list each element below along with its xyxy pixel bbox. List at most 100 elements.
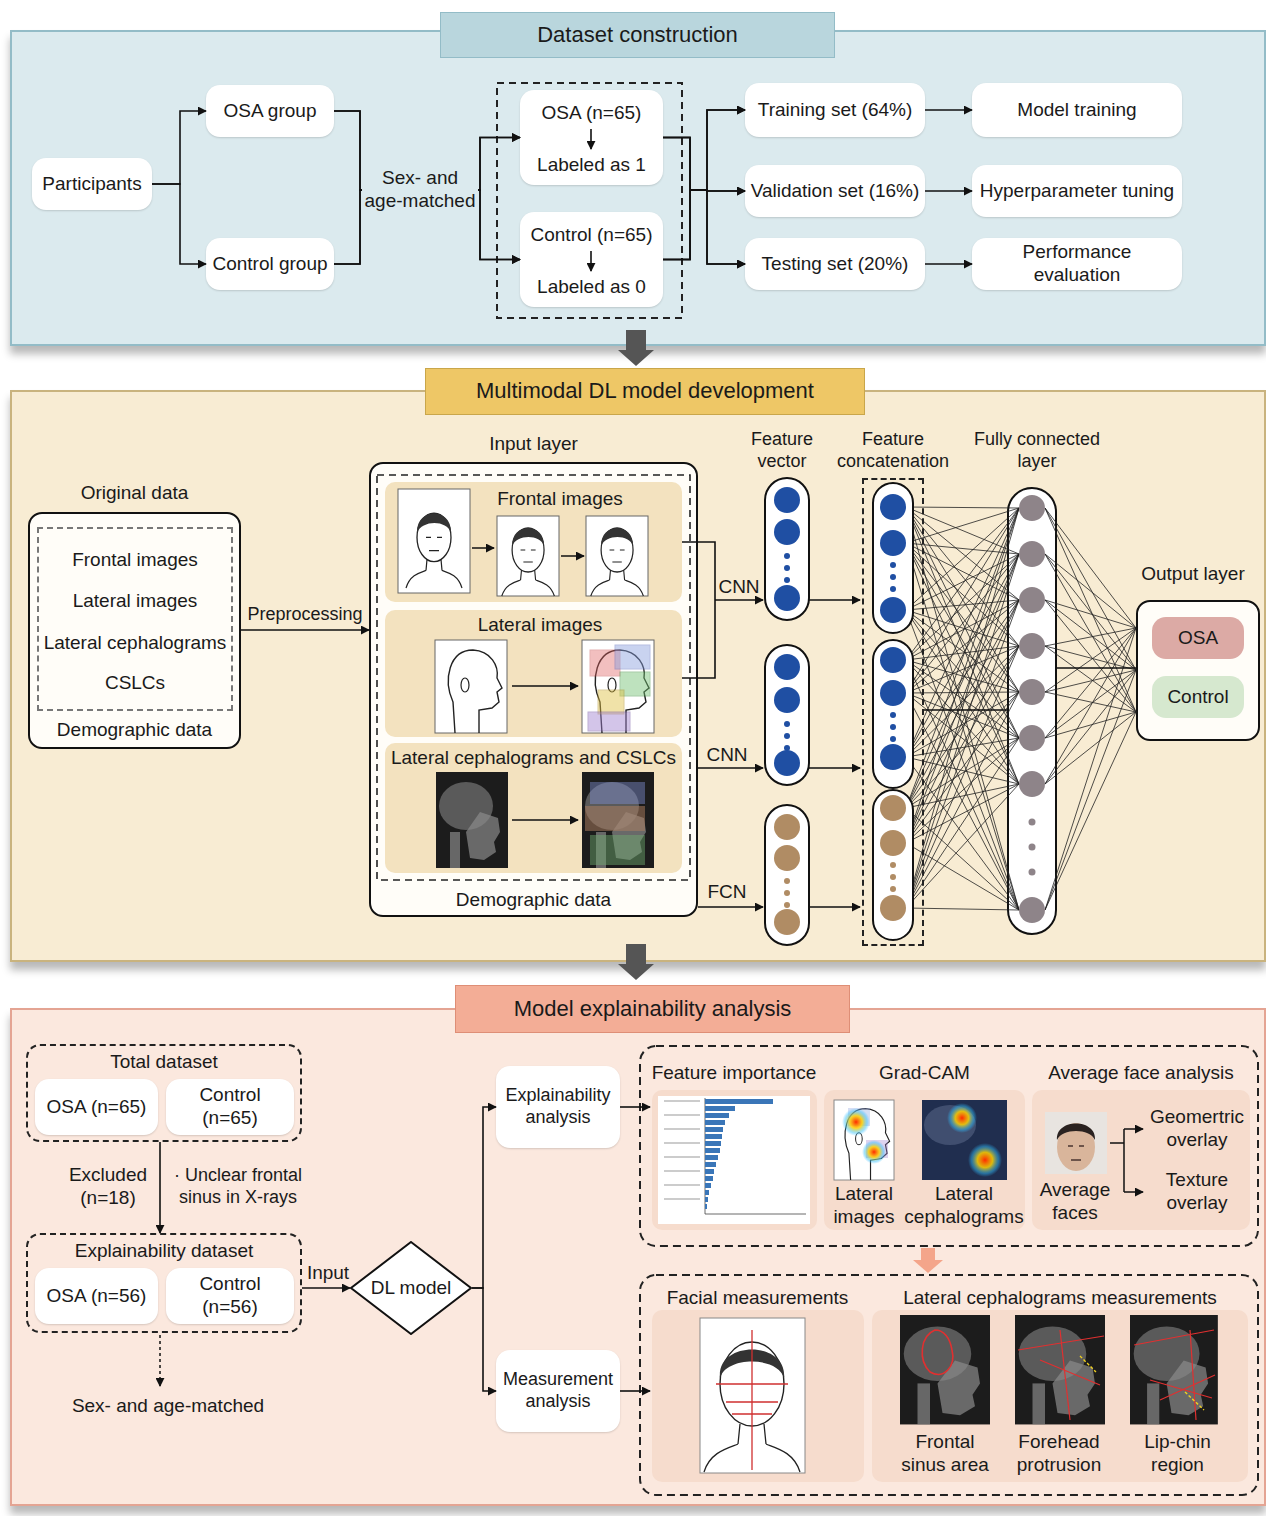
flow-line: [809, 599, 860, 601]
process-box: Validation set (16%): [745, 165, 925, 217]
connector: [925, 190, 972, 192]
result-panel-ground: [652, 1310, 864, 1482]
feature-vector: [774, 845, 800, 871]
process-box: Testing set (20%): [745, 238, 925, 290]
heading-text: Average face analysis: [1030, 1059, 1252, 1087]
concatenated-vector: [873, 790, 913, 940]
caption-text: Demographic data: [28, 716, 241, 744]
process-box: Model training: [972, 83, 1182, 137]
feature-importance-chart: [705, 1197, 708, 1202]
feature-importance-chart: [705, 1148, 720, 1153]
lateral-face-illustration: [598, 690, 624, 714]
cephalogram-illustration: [590, 835, 645, 865]
feature-importance-chart: [705, 1162, 716, 1167]
heading-text: Feature importance: [650, 1059, 818, 1087]
connector: [241, 629, 369, 631]
process-box: OSA (n=56): [35, 1268, 158, 1324]
node-text: Validation set (16%): [751, 180, 920, 203]
neuron: [1019, 495, 1045, 521]
process-box: OSA group: [206, 85, 334, 137]
concatenated-vector: [890, 874, 896, 880]
connector: [620, 1390, 650, 1392]
connector: [925, 109, 972, 111]
network-link: [906, 692, 1019, 908]
cephalogram-illustration: [585, 806, 645, 831]
connector: [472, 1107, 496, 1288]
node-text: Measurement analysis: [501, 1369, 615, 1412]
facial-measurement-illustration: [716, 1330, 788, 1470]
cephalogram-illustration: [436, 772, 508, 868]
connector: [152, 111, 206, 184]
annotation-label: FCN: [704, 881, 750, 903]
feature-vector: [774, 487, 800, 513]
network-link: [906, 508, 1019, 757]
network-link: [906, 554, 1019, 908]
frontal-face-illustration: [586, 516, 648, 596]
heading-text: Output layer: [1126, 560, 1260, 588]
node-text: Testing set (20%): [762, 253, 909, 276]
gradcam-illustration: [842, 1108, 870, 1136]
network-link: [906, 508, 1019, 693]
feature-vector: [765, 478, 809, 945]
caption-text: Forehead protrusion: [1003, 1430, 1115, 1478]
heading-text: Lateral cephalograms measurements: [870, 1284, 1250, 1312]
gradcam-illustration: [834, 1100, 894, 1180]
connector: [663, 190, 745, 260]
concatenated-vector: [880, 830, 906, 856]
heading-text: Facial measurements: [650, 1284, 865, 1312]
network-link: [906, 646, 1019, 843]
cephalogram-illustration: [582, 772, 654, 868]
feature-vector: [774, 687, 800, 713]
network-link: [1045, 508, 1136, 712]
group-outline: [640, 1046, 1258, 1246]
annotation-label: · Unclear frontal sinus in X-rays: [168, 1163, 308, 1211]
feature-vector: [774, 814, 800, 840]
node-text: OSA (n=65): [47, 1096, 147, 1119]
heading-text: Lateral images: [420, 612, 660, 638]
label-arrow: [591, 129, 592, 271]
feature-importance-chart: [705, 1183, 711, 1188]
annotation-label: Sex- and age-matched: [40, 1393, 296, 1419]
concatenated-vector: [880, 795, 906, 921]
feature-vector: [774, 487, 800, 776]
heading-text: Dataset construction: [440, 12, 835, 58]
flow-line: [809, 767, 860, 769]
flow-arrow: [626, 330, 646, 350]
connector: [663, 138, 745, 265]
concatenated-vector: [880, 744, 906, 770]
feature-importance-chart: [705, 1176, 713, 1181]
gradcam-illustration: [968, 1143, 1002, 1177]
network-link: [1045, 554, 1136, 670]
annotation-label: CNN: [716, 576, 762, 598]
heading-text: Feature concatenation: [826, 426, 960, 476]
heading-text: Explainability dataset: [26, 1238, 302, 1264]
process-box: Hyperparameter tuning: [972, 165, 1182, 217]
concatenated-vector: [873, 483, 913, 940]
concatenated-vector: [880, 494, 906, 520]
dotted-arrow: [159, 1335, 161, 1386]
heading-text: Multimodal DL model development: [425, 368, 865, 415]
caption-text: Lateral cephalograms: [37, 628, 233, 658]
decision-diamond: DL model: [350, 1241, 472, 1335]
result-panel-ground: [1032, 1090, 1250, 1230]
cephalogram-measurement-illustration: [1018, 1330, 1104, 1420]
feature-importance-chart: [664, 1100, 700, 1101]
flow-line: [715, 599, 763, 601]
frontal-face-illustration: [406, 513, 462, 588]
process-box: Output layerOSAControl: [1136, 600, 1260, 741]
lateral-face-illustration: [582, 640, 654, 733]
process-box: Participants: [32, 158, 152, 210]
lateral-face-illustration: [588, 712, 630, 731]
neuron: [1029, 844, 1036, 851]
connector: [1057, 667, 1136, 669]
network-link: [1045, 712, 1136, 784]
feature-vector: [774, 585, 800, 611]
heading-text: Original data: [28, 478, 241, 508]
cephalogram-illustration: [436, 772, 654, 868]
caption-text: Lateral images: [37, 586, 233, 616]
heading-text: Grad-CAM: [822, 1059, 1027, 1087]
feature-importance-chart: [658, 1096, 810, 1224]
neuron: [1019, 679, 1045, 705]
network-link: [906, 508, 1019, 843]
feature-importance-chart: [705, 1113, 729, 1118]
